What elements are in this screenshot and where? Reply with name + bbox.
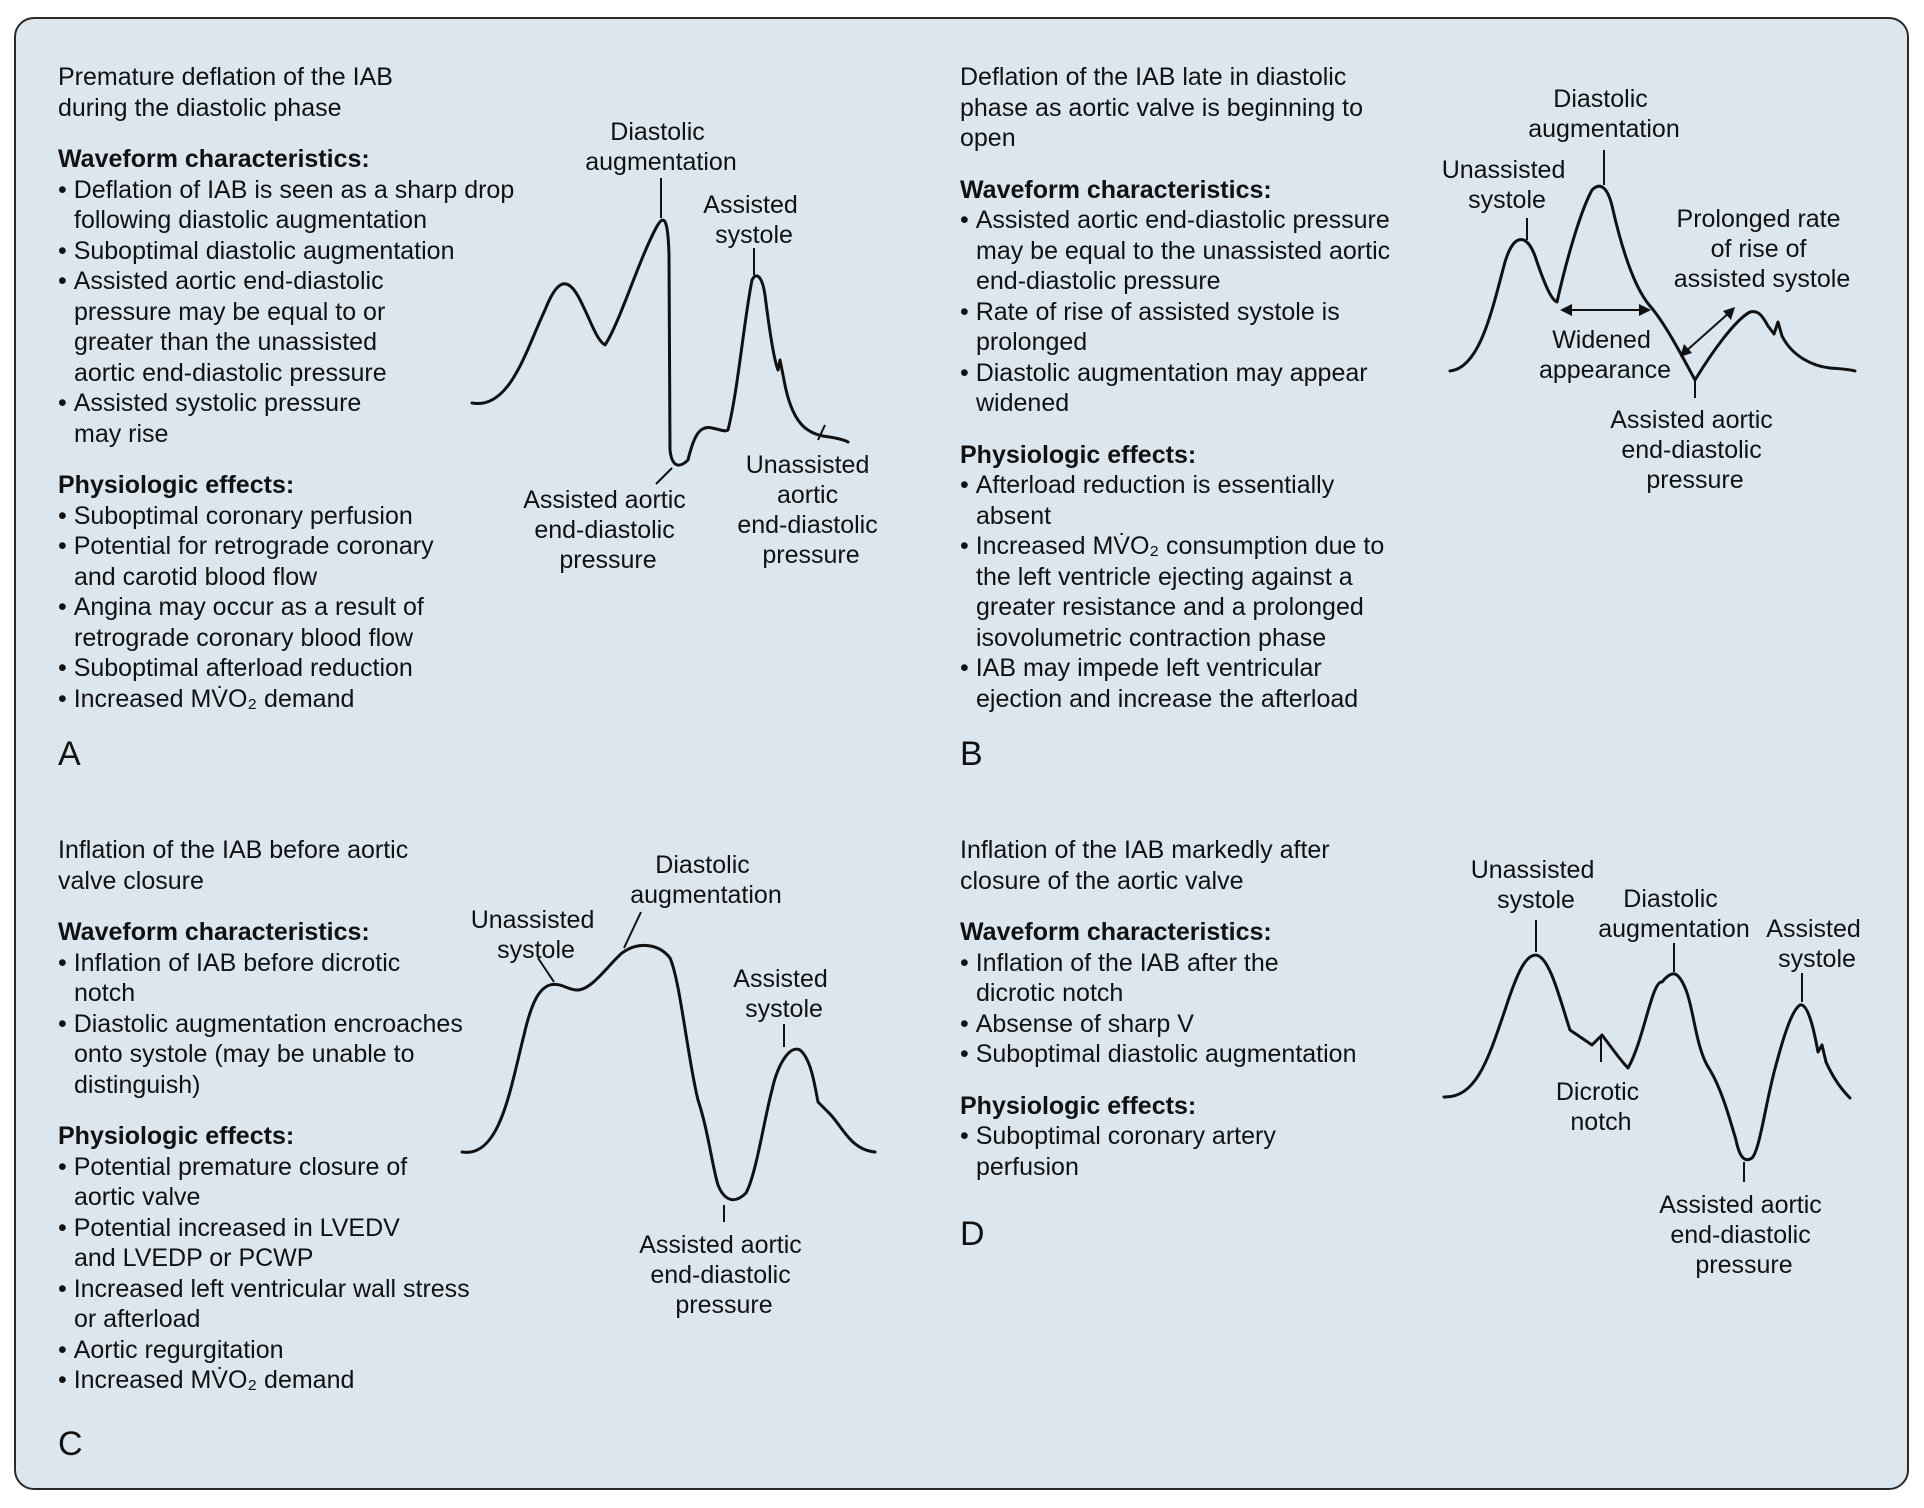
panel-c-leader-diastolic xyxy=(623,911,642,949)
panel-c-waveform-heading: Waveform characteristics: xyxy=(58,918,370,946)
panel-b-label-unassisted-systole: Unassisted systole xyxy=(1442,156,1573,214)
list-item: Increased MV̇O₂ demand xyxy=(58,1365,463,1396)
panel-c-leader-unassisted-systole xyxy=(537,957,555,983)
panel-a-leader-assisted-edp xyxy=(655,467,673,485)
panel-d-label-dicrotic-notch: Dicrotic notch xyxy=(1556,1078,1646,1136)
list-item: Potential increased in LVEDV and LVEDP o… xyxy=(58,1213,444,1274)
list-item: Potential premature closure of aortic va… xyxy=(58,1152,434,1213)
panel-d-waveform-list: Inflation of the IAB after the dicrotic … xyxy=(960,948,1380,1070)
list-item: Inflation of the IAB after the dicrotic … xyxy=(960,948,1316,1009)
panel-c-pressure-curve xyxy=(460,943,877,1202)
panel-b-pressure-curve xyxy=(1448,184,1857,382)
list-item: Assisted systolic pressure may rise xyxy=(58,388,394,449)
list-item: Suboptimal diastolic augmentation xyxy=(960,1039,1380,1070)
list-item: Increased left ventricular wall stress o… xyxy=(58,1274,474,1335)
list-item: Diastolic augmentation encroaches onto s… xyxy=(58,1009,472,1101)
list-item: IAB may impede left ventricular ejection… xyxy=(960,653,1406,714)
list-item: Rate of rise of assisted systole is prol… xyxy=(960,297,1396,358)
list-item: Assisted aortic end-diastolic pressure m… xyxy=(960,205,1422,297)
panel-a-intro: Premature deflation of the IAB during th… xyxy=(58,63,393,122)
list-item: Absense of sharp V xyxy=(960,1009,1380,1040)
list-item: Diastolic augmentation may appear widene… xyxy=(960,358,1422,419)
panel-d-label-unassisted-systole: Unassisted systole xyxy=(1471,856,1602,914)
panel-c-label-assisted-aortic-edp: Assisted aortic end-diastolic pressure xyxy=(639,1231,809,1319)
panel-d-pressure-curve xyxy=(1442,953,1852,1162)
panel-c-waveform: Unassisted systole Diastolic augmentatio… xyxy=(460,851,877,1319)
panel-b-widened-arrowhead-left xyxy=(1560,304,1572,316)
panel-c-waveform-list: Inflation of IAB before dicrotic notch D… xyxy=(58,948,463,1101)
panel-a-pressure-curve xyxy=(470,218,850,467)
panel-a-waveform: Diastolic augmentation Assisted systole … xyxy=(470,118,884,574)
list-item: Inflation of IAB before dicrotic notch xyxy=(58,948,454,1009)
panel-b-waveform-heading: Waveform characteristics: xyxy=(960,175,1272,204)
panel-a-label-diastolic-augmentation: Diastolic augmentation xyxy=(585,118,737,176)
panel-c-effects-heading: Physiologic effects: xyxy=(58,1122,295,1150)
panel-b-label-prolonged-rate: Prolonged rate of rise of assisted systo… xyxy=(1674,205,1850,293)
panel-b-intro: Deflation of the IAB late in diastolic p… xyxy=(960,63,1364,152)
panel-b-letter: B xyxy=(960,735,983,773)
panel-d-effects-list: Suboptimal coronary artery perfusion xyxy=(960,1121,1380,1182)
panel-b-label-diastolic-augmentation: Diastolic augmentation xyxy=(1528,85,1680,143)
panel-b-text: Deflation of the IAB late in diastolic p… xyxy=(960,62,1430,714)
list-item: Assisted aortic end-diastolic pressure m… xyxy=(58,266,422,388)
panel-b-label-assisted-aortic-edp: Assisted aortic end-diastolic pressure xyxy=(1610,406,1780,494)
panel-c-text: Inflation of the IAB before aortic valve… xyxy=(58,835,478,1396)
panel-d-letter: D xyxy=(960,1215,985,1253)
list-item: Angina may occur as a result of retrogra… xyxy=(58,592,468,653)
panel-a-effects-heading: Physiologic effects: xyxy=(58,471,295,499)
panel-b-rate-arrowhead-low xyxy=(1680,344,1692,357)
list-item: Suboptimal coronary perfusion xyxy=(58,501,468,532)
list-item: Afterload reduction is essentially absen… xyxy=(960,470,1386,531)
panel-b-widened-arrowhead-right xyxy=(1639,304,1651,316)
panel-a-text: Premature deflation of the IAB during th… xyxy=(58,62,528,714)
list-item: Potential for retrograde coronary and ca… xyxy=(58,531,468,592)
panel-c-intro: Inflation of the IAB before aortic valve… xyxy=(58,836,409,895)
panel-a-waveform-heading: Waveform characteristics: xyxy=(58,145,370,173)
panel-a-effects-list: Suboptimal coronary perfusion Potential … xyxy=(58,501,468,715)
panel-d-intro: Inflation of the IAB markedly after clos… xyxy=(960,836,1330,895)
panel-c-letter: C xyxy=(58,1425,83,1463)
panel-b-waveform: Diastolic augmentation Unassisted systol… xyxy=(1442,85,1857,494)
panel-c-effects-list: Potential premature closure of aortic va… xyxy=(58,1152,470,1396)
panel-a-label-assisted-systole: Assisted systole xyxy=(703,191,804,249)
panel-b-waveform-list: Assisted aortic end-diastolic pressure m… xyxy=(960,205,1422,419)
list-item: Suboptimal diastolic augmentation xyxy=(58,236,520,267)
panel-d-label-diastolic-augmentation: Diastolic augmentation xyxy=(1598,885,1750,943)
panel-b-label-widened-appearance: Widened appearance xyxy=(1539,326,1671,384)
panel-b-effects-list: Afterload reduction is essentially absen… xyxy=(960,470,1422,714)
list-item: Aortic regurgitation xyxy=(58,1335,463,1366)
panel-b-rate-arrow xyxy=(1684,311,1731,353)
panel-c-label-diastolic-augmentation: Diastolic augmentation xyxy=(630,851,782,909)
panel-a-label-unassisted-aortic-edp: Unassisted aortic end-diastolic pressure xyxy=(737,451,884,569)
panel-a-leader-unassisted-edp xyxy=(817,424,826,441)
panel-d-waveform: Unassisted systole Diastolic augmentatio… xyxy=(1442,856,1867,1279)
panel-b-rate-arrowhead-high xyxy=(1723,307,1735,320)
panel-a-letter: A xyxy=(58,735,81,773)
panel-a-label-assisted-aortic-edp: Assisted aortic end-diastolic pressure xyxy=(523,486,693,574)
panel-d-effects-heading: Physiologic effects: xyxy=(960,1091,1197,1120)
panel-d-text: Inflation of the IAB markedly after clos… xyxy=(960,835,1380,1182)
panel-a-waveform-list: Deflation of IAB is seen as a sharp drop… xyxy=(58,175,520,450)
panel-d-label-assisted-aortic-edp: Assisted aortic end-diastolic pressure xyxy=(1659,1191,1829,1279)
list-item: Suboptimal afterload reduction xyxy=(58,653,468,684)
panel-c-label-unassisted-systole: Unassisted systole xyxy=(471,906,602,964)
list-item: Increased MV̇O₂ consumption due to the l… xyxy=(960,531,1422,653)
list-item: Deflation of IAB is seen as a sharp drop… xyxy=(58,175,520,236)
list-item: Suboptimal coronary artery perfusion xyxy=(960,1121,1321,1182)
panel-c-label-assisted-systole: Assisted systole xyxy=(733,965,834,1023)
list-item: Increased MV̇O₂ demand xyxy=(58,684,468,715)
panel-d-label-assisted-systole: Assisted systole xyxy=(1766,915,1867,973)
panel-d-waveform-heading: Waveform characteristics: xyxy=(960,918,1272,946)
panel-b-effects-heading: Physiologic effects: xyxy=(960,440,1197,469)
